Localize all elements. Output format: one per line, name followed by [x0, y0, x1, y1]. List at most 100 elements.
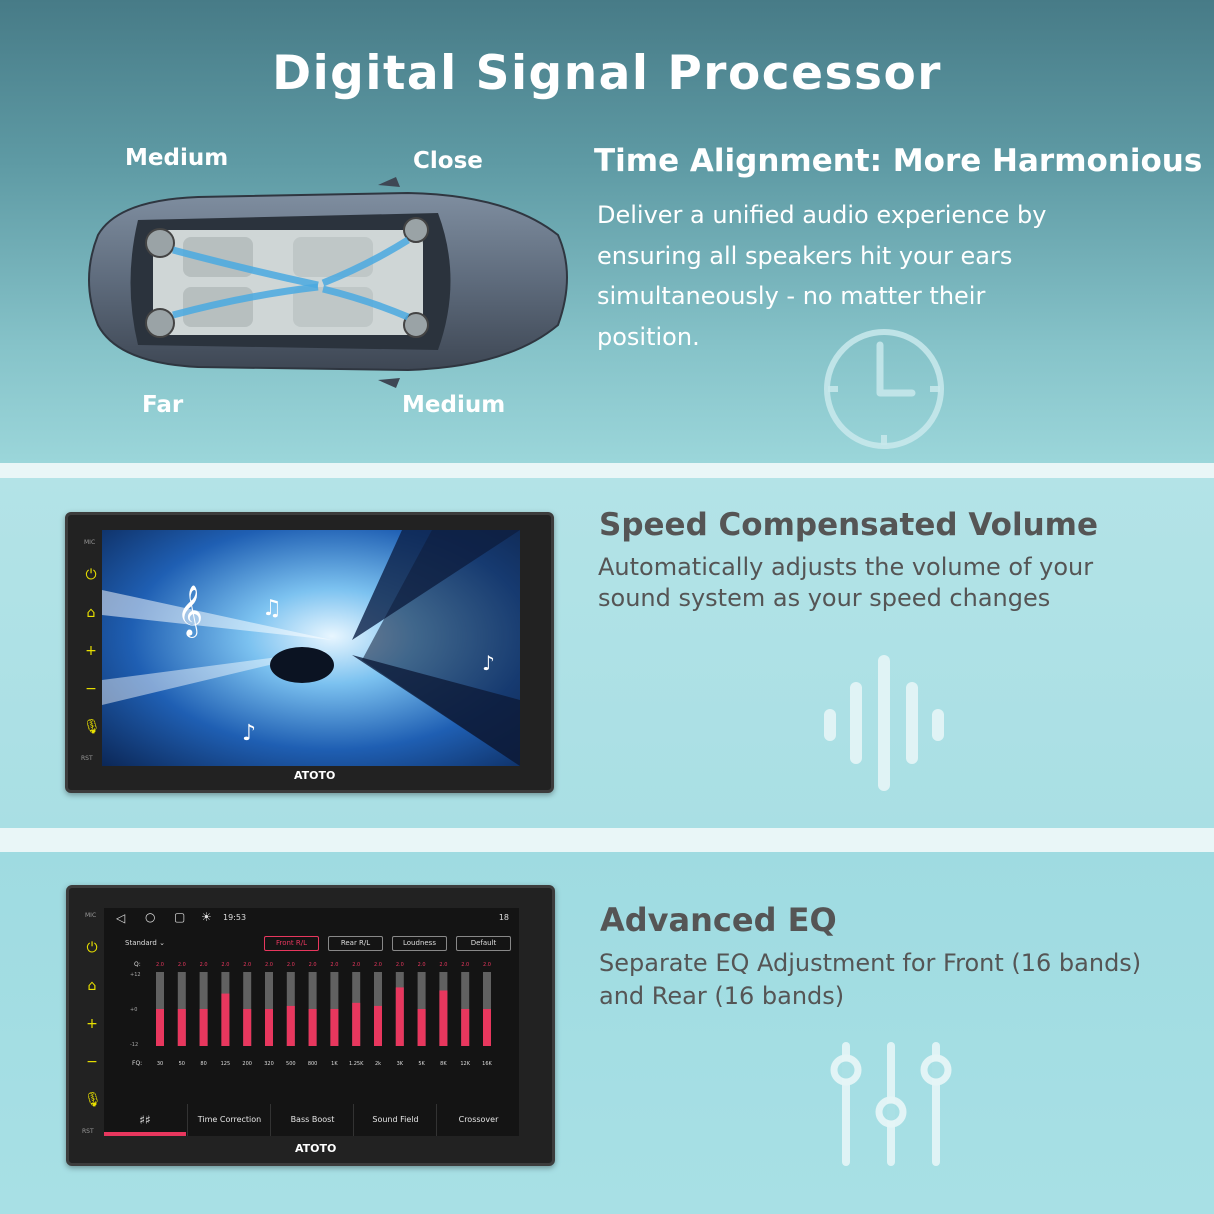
q-label: Q: — [134, 961, 141, 968]
device-brand: ATOTO — [294, 769, 336, 782]
volume-up-icon[interactable]: + — [86, 1016, 98, 1032]
status-indicators: 18 — [498, 913, 509, 922]
driving-screen-image: 𝄞 ♫ ♪ ♪ — [102, 530, 520, 766]
eq-band-bar — [221, 993, 230, 1046]
eq-band-bar — [417, 1009, 426, 1046]
eq-q-value: 2.0 — [418, 962, 426, 968]
eq-band-bar — [199, 1009, 208, 1046]
tab-time-correction[interactable]: Time Correction — [187, 1104, 271, 1136]
eq-frequency-label: 800 — [308, 1061, 318, 1067]
eq-frequency-label: 500 — [286, 1061, 296, 1067]
volume-down-icon[interactable]: − — [85, 681, 97, 697]
eq-band-bar — [352, 1002, 361, 1046]
eq-frequency-label: 3K — [397, 1061, 404, 1067]
eq-frequency-label: 320 — [264, 1061, 274, 1067]
advanced-eq-heading: Advanced EQ — [600, 901, 837, 939]
eq-q-value: 2.0 — [330, 962, 338, 968]
eq-band-bar — [439, 990, 448, 1046]
eq-q-value: 2.0 — [396, 962, 404, 968]
back-icon[interactable]: ◁ — [116, 911, 126, 925]
chip-default[interactable]: Default — [456, 936, 511, 951]
head-unit-device: MIC ⏻ ⌂ + − 🎙 RST 𝄞 ♫ ♪ ♪ ATOTO — [65, 512, 554, 793]
reset-label: RST — [82, 1128, 94, 1135]
eq-q-value: 2.0 — [439, 962, 447, 968]
home-icon[interactable]: ⌂ — [86, 605, 96, 621]
microphone-icon[interactable]: 🎙 — [83, 719, 101, 735]
chip-rear[interactable]: Rear R/L — [328, 936, 383, 951]
eq-q-value: 2.0 — [178, 962, 186, 968]
eq-frequency-label: 1.25K — [349, 1061, 364, 1067]
mic-label: MIC — [84, 539, 96, 546]
tab-sound-field[interactable]: Sound Field — [353, 1104, 437, 1136]
chevron-down-icon: ⌄ — [159, 939, 165, 947]
eq-chart: Q:FQ:+12+0-122.0302.0502.0802.01252.0200… — [130, 961, 493, 1067]
eq-q-value: 2.0 — [287, 962, 295, 968]
clock-time: 19:53 — [223, 913, 247, 922]
time-alignment-description: Deliver a unified audio experience by en… — [597, 195, 1046, 357]
eq-q-value: 2.0 — [156, 962, 164, 968]
eq-band-bar — [286, 1005, 295, 1046]
svg-text:♫: ♫ — [262, 596, 282, 621]
volume-up-icon[interactable]: + — [85, 643, 97, 659]
desc-line: Automatically adjusts the volume of your — [598, 553, 1094, 581]
svg-text:♪: ♪ — [482, 651, 495, 675]
sliders-icon — [830, 1042, 952, 1166]
divider — [0, 828, 1214, 852]
speed-volume-section: MIC ⏻ ⌂ + − 🎙 RST 𝄞 ♫ ♪ ♪ ATOTO Spee — [0, 478, 1214, 828]
eq-frequency-label: 80 — [200, 1061, 206, 1067]
desc-line: Separate EQ Adjustment for Front (16 ban… — [599, 949, 1142, 977]
volume-down-icon[interactable]: − — [86, 1054, 98, 1070]
eq-frequency-label: 125 — [221, 1061, 231, 1067]
eq-frequency-label: 200 — [242, 1061, 252, 1067]
divider — [0, 463, 1214, 478]
eq-q-value: 2.0 — [265, 962, 273, 968]
desc-line: simultaneously - no matter their — [597, 282, 986, 310]
speed-volume-description: Automatically adjusts the volume of your… — [598, 552, 1093, 614]
eq-band-bar — [156, 1009, 164, 1046]
tab-eq[interactable]: ♯♯ — [104, 1104, 186, 1136]
power-icon[interactable]: ⏻ — [86, 940, 98, 956]
eq-screen: ◁ ○ ▢ ☀ 19:53 18 Standard ⌄ Front R/L Re… — [104, 908, 519, 1136]
tab-bass-boost[interactable]: Bass Boost — [270, 1104, 354, 1136]
desc-line: Deliver a unified audio experience by — [597, 201, 1047, 229]
eq-q-value: 2.0 — [309, 962, 317, 968]
power-icon[interactable]: ⏻ — [85, 567, 97, 583]
label-medium-front: Medium — [125, 145, 229, 171]
preset-select[interactable]: Standard ⌄ — [125, 939, 165, 947]
desc-line: position. — [597, 322, 700, 351]
eq-frequency-label: 12K — [460, 1061, 470, 1067]
home-nav-icon[interactable]: ○ — [145, 910, 156, 924]
home-icon[interactable]: ⌂ — [87, 978, 97, 994]
reset-label: RST — [81, 755, 93, 762]
preset-label: Standard — [125, 939, 157, 947]
tab-crossover[interactable]: Crossover — [436, 1104, 520, 1136]
svg-text:♪: ♪ — [242, 721, 256, 746]
chip-loudness[interactable]: Loudness — [392, 936, 447, 951]
status-bar: ◁ ○ ▢ ☀ 19:53 18 — [104, 908, 519, 928]
brightness-icon[interactable]: ☀ — [201, 910, 212, 924]
label-medium-rear: Medium — [402, 392, 506, 418]
desc-line: ensuring all speakers hit your ears — [597, 241, 1013, 270]
eq-frequency-label: 1K — [331, 1061, 338, 1067]
speed-volume-heading: Speed Compensated Volume — [599, 507, 1098, 543]
eq-band-bar — [308, 1009, 317, 1046]
scale-tick-label: -12 — [130, 1042, 138, 1048]
chip-front[interactable]: Front R/L — [264, 936, 319, 951]
eq-q-value: 2.0 — [461, 962, 469, 968]
scale-tick-label: +0 — [130, 1007, 137, 1013]
eq-q-value: 2.0 — [200, 962, 208, 968]
eq-q-value: 2.0 — [221, 962, 229, 968]
microphone-icon[interactable]: 🎙 — [84, 1092, 102, 1108]
car-illustration — [88, 177, 568, 388]
eq-band-bar — [395, 987, 404, 1046]
eq-q-value: 2.0 — [352, 962, 360, 968]
advanced-eq-section: MIC ⏻ ⌂ + − 🎙 RST ◁ ○ ▢ ☀ 19:53 18 Stand… — [0, 852, 1214, 1214]
recent-apps-icon[interactable]: ▢ — [174, 910, 186, 924]
eq-q-value: 2.0 — [243, 962, 251, 968]
eq-frequency-label: 5K — [418, 1061, 425, 1067]
eq-band-bar — [483, 1009, 491, 1046]
time-alignment-section: Digital Signal Processor Medium Close Fa… — [0, 0, 1214, 463]
head-unit-device: MIC ⏻ ⌂ + − 🎙 RST ◁ ○ ▢ ☀ 19:53 18 Stand… — [66, 885, 555, 1166]
eq-band-bar — [461, 1009, 470, 1046]
eq-band-bar — [177, 1009, 186, 1046]
